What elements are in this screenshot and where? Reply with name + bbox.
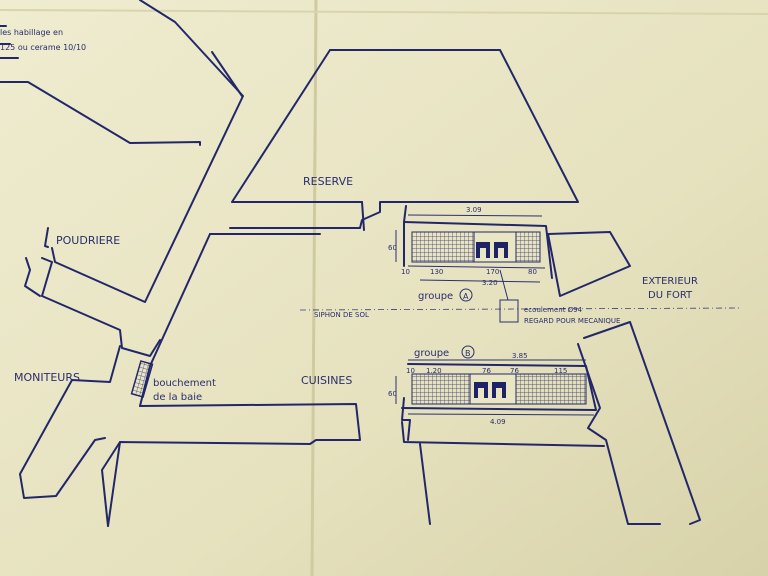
groupe-a-dim-1: 130 bbox=[430, 268, 443, 276]
groupe-b-label: groupe bbox=[414, 348, 449, 359]
room-reserve-label: RESERVE bbox=[303, 175, 353, 188]
groupe-b-dim-edge: 10 bbox=[406, 367, 415, 375]
siphon-axis bbox=[299, 307, 741, 311]
groupe-b-dim-4: 115 bbox=[554, 367, 567, 375]
bouchement-label-1: bouchement bbox=[153, 378, 216, 389]
right-walls bbox=[547, 231, 701, 525]
groupe-b-dim-bottom: 4.09 bbox=[490, 418, 506, 426]
ecoulement-label: ecoulement Ø94 bbox=[524, 306, 583, 314]
groupe-b-dim-3: 76 bbox=[510, 367, 519, 375]
groupe-a-circle bbox=[459, 288, 473, 302]
groupe-b-dim-left: 60 bbox=[388, 390, 397, 398]
groupe-a-dim-edge: 10 bbox=[401, 268, 410, 276]
room-cuisines-label: CUISINES bbox=[301, 374, 352, 387]
room-poudriere-label: POUDRIERE bbox=[56, 234, 120, 247]
groupe-a bbox=[395, 205, 553, 283]
groupe-a-dim-2: 170 bbox=[486, 268, 499, 276]
groupe-a-dim-top: 3.09 bbox=[466, 206, 482, 214]
paper-fold-top bbox=[0, 9, 768, 15]
groupe-b-letter: B bbox=[465, 349, 471, 358]
groupe-b-dim-2: 76 bbox=[482, 367, 491, 375]
reserve-block bbox=[229, 49, 579, 231]
groupe-b-dim-total: 3.85 bbox=[512, 352, 528, 360]
left-walls bbox=[0, 0, 361, 527]
exterieur-label-2: DU FORT bbox=[648, 290, 693, 301]
groupe-b-circle bbox=[461, 345, 475, 359]
groupe-a-label: groupe bbox=[418, 291, 453, 302]
groupe-b-dim-1: 1.20 bbox=[426, 367, 442, 375]
note-line-1: les habillage en bbox=[0, 28, 63, 37]
groupe-b bbox=[107, 359, 605, 527]
paper-fold bbox=[310, 0, 318, 576]
bouchement-label-2: de la baie bbox=[153, 392, 202, 403]
groupe-a-dim-total: 3.20 bbox=[482, 279, 498, 287]
groupe-a-letter: A bbox=[463, 292, 469, 301]
regard-box bbox=[499, 299, 519, 323]
exterieur-label-1: EXTERIEUR bbox=[642, 276, 698, 287]
regard-label: REGARD POUR MECANIQUE bbox=[524, 317, 620, 325]
groupe-a-dim-left: 60 bbox=[388, 244, 397, 252]
siphon-label: SIPHON DE SOL bbox=[314, 311, 369, 319]
note-line-2: 125 ou cerame 10/10 bbox=[0, 43, 86, 52]
groupe-a-dim-3: 80 bbox=[528, 268, 537, 276]
room-moniteurs-label: MONITEURS. bbox=[14, 371, 83, 384]
